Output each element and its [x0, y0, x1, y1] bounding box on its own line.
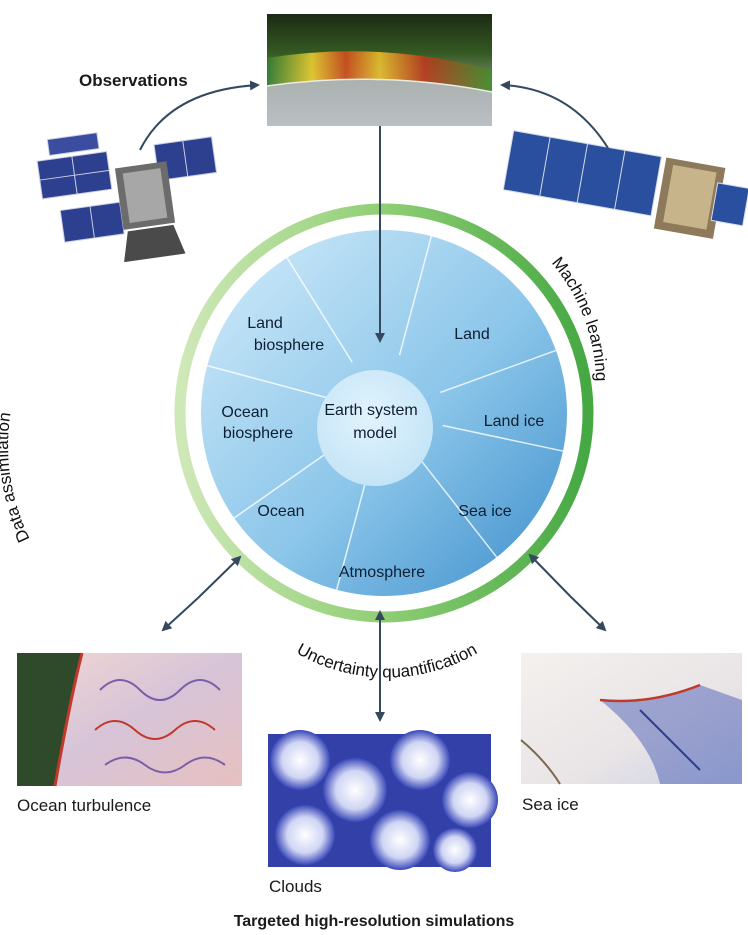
ring-label-data-assimilation: Data assimilation: [0, 411, 33, 545]
arrow-bottom-right-back: [528, 553, 571, 597]
segment-label-ocean-biosphere-1: Ocean: [221, 404, 268, 421]
arrow-bottom-left: [161, 597, 199, 632]
segment-label-ocean-biosphere-2: biosphere: [223, 425, 293, 442]
caption-sea-ice: Sea ice: [522, 795, 579, 814]
segment-divider: [440, 349, 557, 394]
arrows: [139, 80, 609, 722]
segment-divider: [233, 446, 336, 519]
segment-label-land-biosphere-1: Land: [247, 315, 283, 332]
arrow-bottom-left-back: [197, 555, 242, 599]
segment-label-land: Land: [454, 326, 490, 343]
ring-label-uncertainty: Uncertainty quantification: [294, 640, 480, 682]
footer-title: Targeted high-resolution simulations: [233, 913, 515, 930]
segment-divider: [335, 470, 370, 590]
segment-divider: [207, 364, 327, 399]
ocean-turbulence-image: [17, 652, 242, 787]
arrow-bottom-right: [569, 595, 607, 632]
caption-clouds: Clouds: [269, 877, 322, 896]
right-satellite-icon: [502, 130, 748, 239]
observations-label: Observations: [79, 71, 188, 90]
arrow-left-to-top: [139, 80, 260, 151]
arrow-right-to-top: [500, 80, 609, 149]
left-satellite-icon: [36, 132, 218, 263]
segment-label-land-biosphere-2: biosphere: [254, 337, 324, 354]
segment-divider: [420, 459, 498, 558]
sea-ice-image: [520, 653, 742, 785]
caption-ocean-turbulence: Ocean turbulence: [17, 796, 152, 815]
observation-satellite-image: [266, 14, 493, 126]
center-label-line1: Earth system: [324, 402, 417, 419]
segment-dividers: [207, 236, 564, 590]
clouds-image: [268, 730, 498, 872]
segment-divider: [442, 424, 564, 452]
segment-divider: [286, 257, 353, 363]
segment-label-land-ice: Land ice: [484, 413, 545, 430]
segment-label-ocean: Ocean: [257, 503, 304, 520]
segment-label-atmosphere: Atmosphere: [339, 564, 425, 581]
segment-divider: [398, 236, 433, 356]
center-circle: [317, 370, 433, 486]
center-label-line2: model: [353, 425, 397, 442]
segment-label-sea-ice: Sea ice: [458, 503, 511, 520]
